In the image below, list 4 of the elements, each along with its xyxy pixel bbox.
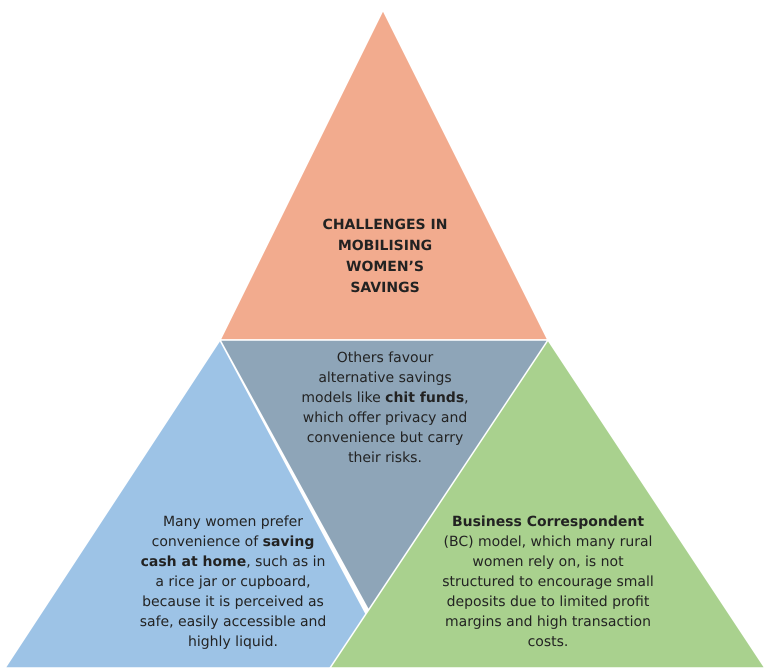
segment-heading: CHALLENGES IN MOBILISING WOMEN’S SAVINGS: [322, 216, 448, 298]
segment-text: Many women prefer convenience of saving cash at home, such as in a rice jar or cupboard, because it is perceived as safe, easily accessible and highly liquid.: [138, 513, 328, 652]
segment-text: Business Correspondent (BC) model, which many rural women rely on, is not structured to encourage small deposits due to limited profit margins and high transaction costs.: [442, 513, 654, 652]
segment-text: Others favour alternative savings models like chit funds, which offer privacy and convenience but carry their risks.: [300, 349, 470, 468]
